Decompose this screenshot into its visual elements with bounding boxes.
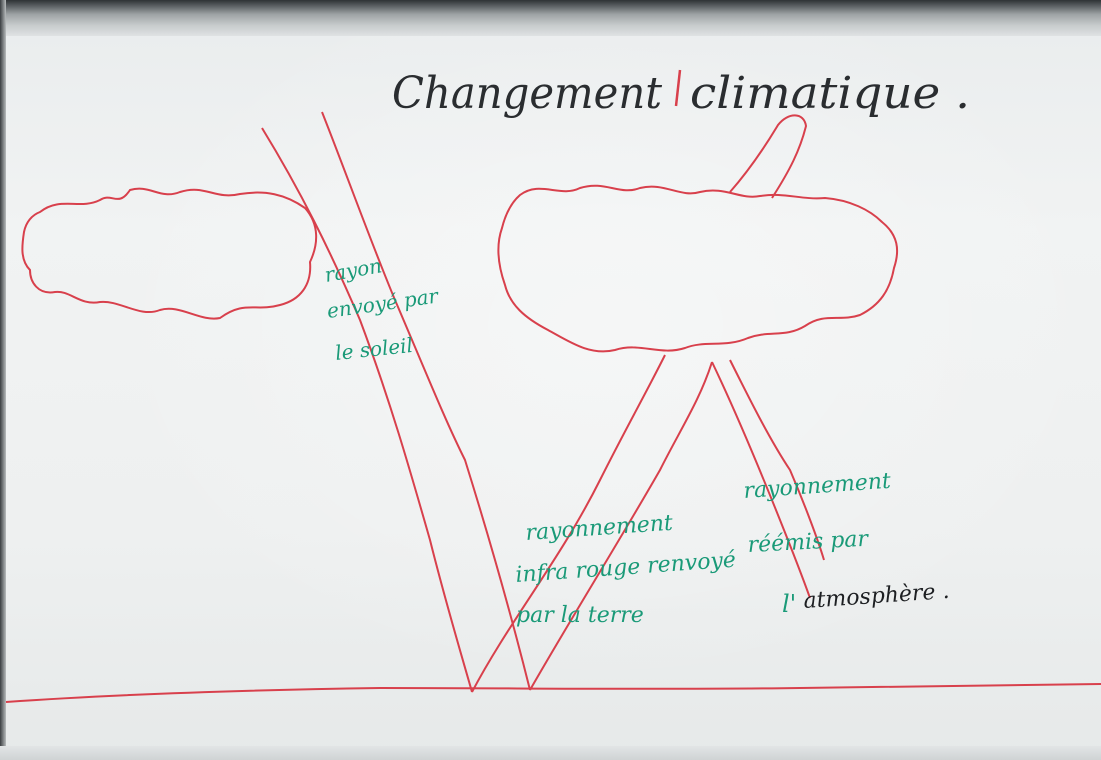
reemitted-ray-left-edge: [711, 361, 811, 599]
left-cloud: [21, 187, 318, 320]
sun-ray-right-edge: [321, 111, 531, 691]
sun-ray-label-line3: le soleil: [334, 333, 414, 365]
title-climatique: climatique .: [690, 68, 970, 119]
whiteboard-bottom-edge: [0, 746, 1101, 760]
infrared-label-line3: par la terre: [516, 603, 644, 628]
sun-ray-left-edge: [261, 127, 473, 693]
infrared-label-line2: infra rouge renvoyé: [515, 548, 737, 588]
infrared-label-line1: rayonnement: [525, 511, 674, 546]
infrared-ray-right-edge: [529, 361, 713, 691]
infrared-ray-left-edge: [471, 354, 666, 693]
right-cloud: [497, 184, 899, 353]
reemitted-label-line2: réémis par: [747, 527, 870, 558]
reemitted-label-line1: rayonnement: [743, 469, 892, 504]
atmosphere-prefix: l': [782, 590, 796, 618]
reemitted-ray-right-edge: [729, 359, 825, 561]
title-divider: [674, 69, 682, 107]
sun-ray-label-line2: envoyé par: [325, 283, 441, 323]
atmosphere-word: atmosphère .: [803, 579, 951, 614]
whiteboard-left-frame: [0, 0, 6, 760]
ground-line: [5, 683, 1101, 703]
whiteboard-top-frame: [0, 0, 1101, 36]
upper-ray: [729, 114, 808, 199]
title-changement: Changement: [392, 68, 662, 119]
